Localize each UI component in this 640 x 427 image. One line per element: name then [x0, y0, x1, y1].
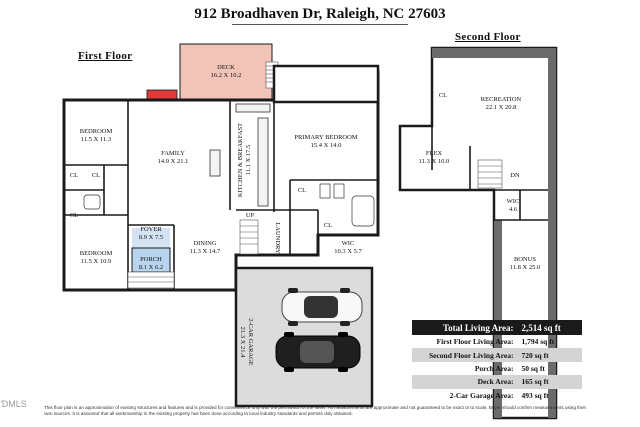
car-black-icon	[275, 332, 361, 372]
porch-steps	[127, 271, 175, 289]
stairs-down-label: DN	[510, 172, 520, 179]
room-foyer: Foyer 8.9 x 7.5	[132, 226, 170, 242]
room-dim: 10.3 x 5.7	[334, 248, 362, 255]
closet-label: CL	[69, 212, 79, 219]
room-name: WIC	[341, 240, 355, 247]
room-deck: Deck 16.2 x 10.2	[180, 64, 272, 80]
room-dim: 11.5 x 10.9	[80, 258, 112, 265]
room-dim: 11.3 x 14.7	[189, 248, 221, 255]
second-floor-title: Second Floor	[455, 31, 521, 43]
row-value: 165 sq ft	[521, 377, 549, 387]
room-name: Dining	[193, 240, 217, 247]
room-dining: Dining 11.3 x 14.7	[178, 240, 232, 256]
room-dim: 11.1 x 17.5	[245, 144, 252, 176]
room-name: 2-Car Garage	[247, 318, 254, 366]
room-wic-upper: WIC 4.6	[500, 198, 526, 214]
first-floor-title: First Floor	[78, 50, 133, 62]
row-value: 493 sq ft	[521, 390, 549, 400]
interior-walls	[64, 100, 378, 290]
room-name: Foyer	[140, 226, 162, 233]
room-dim: 8.9 x 7.5	[138, 234, 164, 241]
room-primary-bedroom: Primary Bedroom 15.4 x 14.0	[280, 134, 372, 150]
row-value: 2,514 sq ft	[521, 322, 561, 333]
stairs-second-floor	[477, 159, 503, 189]
room-recreation: Recreation 22.1 x 20.8	[456, 96, 546, 112]
room-dim: 4.6	[508, 206, 518, 213]
room-dim: 21.3 x 21.4	[239, 326, 246, 358]
room-bedroom-2: Bedroom 11.5 x 10.9	[64, 250, 128, 266]
closet-label: CL	[438, 92, 448, 99]
row-label: Total Living Area:	[442, 322, 514, 333]
second-floor-walls	[431, 126, 548, 221]
room-name: Bedroom	[79, 128, 113, 135]
closet-label: CL	[323, 222, 333, 229]
closet-label: CL	[297, 187, 307, 194]
table-row: Porch Area: 50 sq ft	[412, 362, 582, 375]
room-dim: 15.4 x 14.0	[310, 142, 342, 149]
room-garage: 2-Car Garage 21.3 x 21.4	[238, 302, 254, 382]
disclaimer-text: This floor plan is an approximation of e…	[44, 405, 587, 416]
room-name: Deck	[217, 64, 235, 71]
room-dim: 11.3 x 10.0	[418, 158, 450, 165]
bath-fixtures	[83, 183, 375, 227]
room-dim: 11.5 x 11.3	[80, 136, 112, 143]
row-label: 2-Car Garage Area:	[449, 390, 514, 400]
room-dim: 11.8 x 25.0	[509, 264, 541, 271]
room-bonus: Bonus 11.8 x 25.0	[502, 256, 548, 272]
room-name: Kitchen & Breakfast	[237, 122, 244, 198]
room-dim: 14.9 x 21.1	[157, 158, 189, 165]
room-bedroom-1: Bedroom 11.5 x 11.3	[64, 128, 128, 144]
area-summary-table: Total Living Area: 2,514 sq ft First Flo…	[412, 320, 582, 402]
row-label: First Floor Living Area:	[436, 337, 514, 347]
room-dim: 8.1 x 6.2	[138, 264, 164, 271]
foyer-fill	[132, 228, 170, 248]
table-row: Second Floor Living Area: 720 sq ft	[412, 348, 582, 362]
room-name: Family	[161, 150, 185, 157]
closet-label: CL	[69, 172, 79, 179]
room-name: Bedroom	[79, 250, 113, 257]
room-dim: 16.2 x 10.2	[210, 72, 242, 79]
stairs-up-label: UP	[245, 212, 255, 219]
row-label: Porch Area:	[474, 363, 514, 373]
room-laundry: Laundry	[273, 213, 281, 263]
row-value: 1,794 sq ft	[521, 337, 555, 347]
room-family: Family 14.9 x 21.1	[140, 150, 206, 166]
room-dim: 22.1 x 20.8	[485, 104, 517, 111]
address-title: 912 Broadhaven Dr, Raleigh, NC 27603	[194, 6, 446, 22]
knee-wall-hatching	[432, 48, 556, 418]
room-name: Primary Bedroom	[294, 134, 358, 141]
room-name: Porch	[140, 256, 162, 263]
room-flex: Flex 11.3 x 10.0	[404, 150, 464, 166]
table-row: First Floor Living Area: 1,794 sq ft	[412, 335, 582, 348]
room-kitchen: Kitchen & Breakfast 11.1 x 17.5	[237, 105, 253, 215]
row-value: 720 sq ft	[521, 350, 549, 360]
room-name: Flex	[425, 150, 443, 157]
stairs-first-floor	[239, 219, 259, 255]
room-porch: Porch 8.1 x 6.2	[132, 256, 170, 272]
total-living-area-row: Total Living Area: 2,514 sq ft	[412, 320, 582, 335]
table-row: Deck Area: 165 sq ft	[412, 375, 582, 389]
room-name: WIC	[506, 198, 520, 205]
car-white-icon	[281, 288, 363, 326]
porch-fill	[131, 247, 171, 273]
closet-label: CL	[91, 172, 101, 179]
room-wic: WIC 10.3 x 5.7	[320, 240, 376, 256]
room-name: Laundry	[274, 222, 281, 254]
title-divider	[232, 24, 408, 25]
kitchen-counters	[209, 103, 271, 207]
row-label: Second Floor Living Area:	[428, 350, 514, 360]
room-name: Bonus	[513, 256, 537, 263]
row-value: 50 sq ft	[521, 363, 545, 373]
row-label: Deck Area:	[477, 377, 514, 387]
deck-area	[179, 43, 273, 101]
mls-watermark: ƊMLS	[1, 399, 27, 409]
room-name: Recreation	[480, 96, 522, 103]
table-row: 2-Car Garage Area: 493 sq ft	[412, 389, 582, 402]
